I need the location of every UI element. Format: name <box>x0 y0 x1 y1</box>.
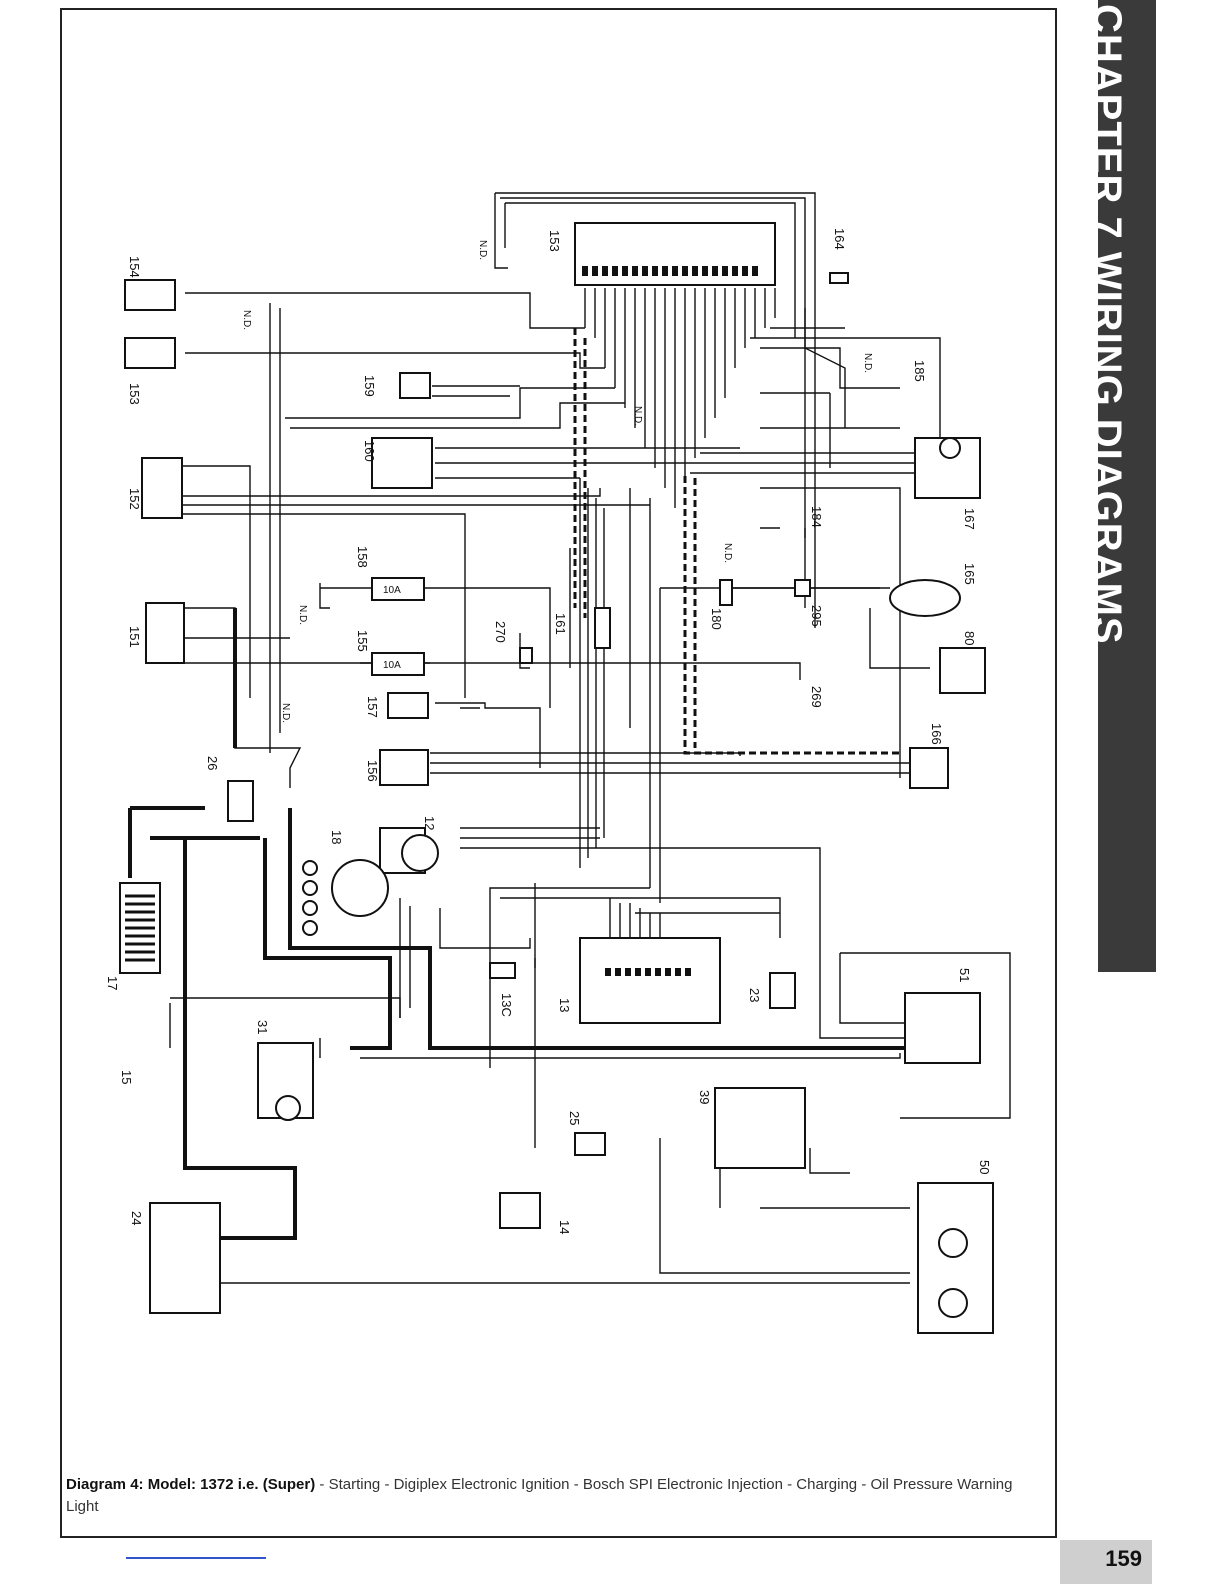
label-12: 12 <box>422 816 437 830</box>
label-295: 295 <box>809 605 824 627</box>
label-24: 24 <box>129 1211 144 1225</box>
label-159: 159 <box>362 375 377 397</box>
footer-link-line <box>126 1557 266 1559</box>
diagram-frame <box>60 8 1057 1538</box>
label-157: 157 <box>365 696 380 718</box>
node-nd-4: N.D. <box>280 703 291 723</box>
label-50: 50 <box>977 1160 992 1174</box>
label-164: 164 <box>832 228 847 250</box>
wiring-diagram: 154 153 152 151 26 17 15 31 24 18 12 13 … <box>105 192 1011 1334</box>
label-160: 160 <box>362 440 377 462</box>
label-156: 156 <box>365 760 380 782</box>
caption-text: - Starting - Digiplex Electronic Ignitio… <box>66 1476 1013 1515</box>
node-nd-1: N.D. <box>241 310 252 330</box>
label-14: 14 <box>557 1220 572 1234</box>
label-155: 155 <box>355 630 370 652</box>
node-nd-5: N.D. <box>722 543 733 563</box>
chapter-title: CHAPTER 7 WIRING DIAGRAMS <box>1085 4 1129 645</box>
node-nd-6: N.D. <box>862 353 873 373</box>
label-165: 165 <box>962 563 977 585</box>
caption-title: Diagram 4: Model: 1372 i.e. (Super) <box>66 1476 316 1493</box>
label-13: 13 <box>557 998 572 1012</box>
label-166: 166 <box>929 723 944 745</box>
relay-label-158: 10A <box>383 585 401 596</box>
label-17: 17 <box>105 976 120 990</box>
page-number-box: 159 <box>1060 1540 1152 1584</box>
label-80: 80 <box>962 631 977 645</box>
label-13c: 13C <box>499 993 514 1017</box>
label-15: 15 <box>119 1070 134 1084</box>
relay-label-155: 10A <box>383 660 401 671</box>
label-167: 167 <box>962 508 977 530</box>
label-18: 18 <box>329 830 344 844</box>
label-270: 270 <box>493 621 508 643</box>
node-nd-2: N.D. <box>477 240 488 260</box>
label-153-left: 153 <box>127 383 142 405</box>
label-161: 161 <box>553 613 568 635</box>
label-184: 184 <box>809 506 824 528</box>
label-51: 51 <box>957 968 972 982</box>
label-185: 185 <box>912 360 927 382</box>
label-153-ecu: 153 <box>547 230 562 252</box>
node-nd-7: N.D. <box>632 406 643 426</box>
label-31: 31 <box>255 1020 270 1034</box>
page-number: 159 <box>1105 1546 1142 1571</box>
label-152: 152 <box>127 488 142 510</box>
label-158: 158 <box>355 546 370 568</box>
node-nd-3: N.D. <box>297 605 308 625</box>
chapter-side-tab: CHAPTER 7 WIRING DIAGRAMS <box>1085 0 1156 972</box>
label-39: 39 <box>697 1090 712 1104</box>
diagram-caption: Diagram 4: Model: 1372 i.e. (Super) - St… <box>66 1474 1036 1518</box>
label-23: 23 <box>747 988 762 1002</box>
label-269: 269 <box>809 686 824 708</box>
label-151: 151 <box>127 626 142 648</box>
label-25: 25 <box>567 1111 582 1125</box>
label-26: 26 <box>205 756 220 770</box>
label-154: 154 <box>127 256 142 278</box>
label-180: 180 <box>709 608 724 630</box>
